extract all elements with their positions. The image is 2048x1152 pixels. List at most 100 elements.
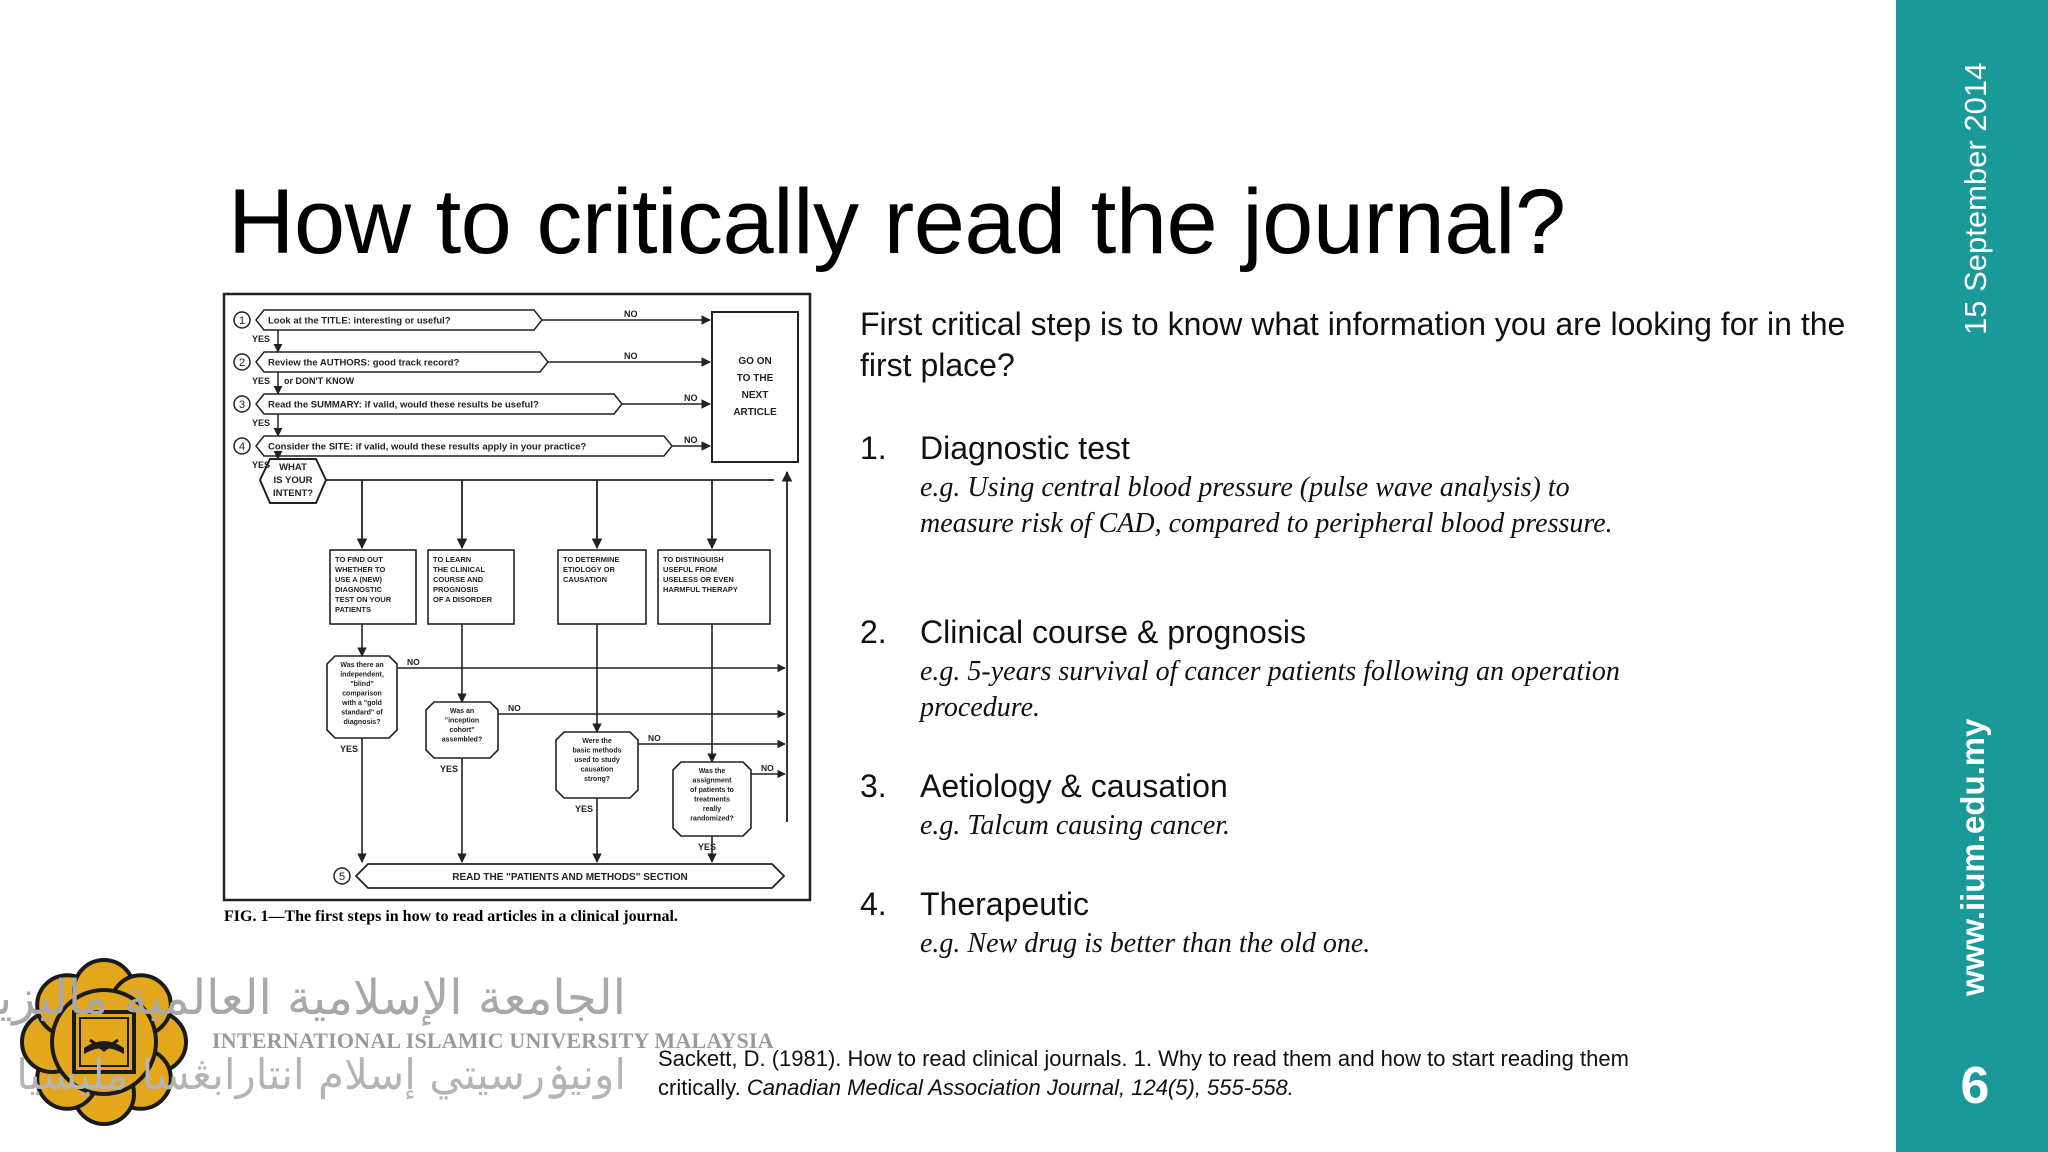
go-on-text: TO THE	[737, 373, 774, 384]
yes-label: YES	[575, 804, 593, 814]
question-text: Was there an	[340, 662, 383, 669]
go-on-text: NEXT	[742, 390, 769, 401]
item-label: Therapeutic	[920, 886, 1089, 922]
step-number: 4	[239, 441, 245, 453]
item-number: 4.	[860, 886, 887, 922]
university-name-english: INTERNATIONAL ISLAMIC UNIVERSITY MALAYSI…	[212, 1028, 774, 1053]
intent-box-text: TO LEARN	[433, 555, 471, 564]
sidebar-band	[1896, 0, 2048, 1152]
step-text: Read the SUMMARY: if valid, would these …	[268, 400, 539, 411]
question-text: assignment	[693, 778, 733, 785]
question-text: independent,	[340, 672, 384, 679]
yes-label: YES	[440, 764, 458, 774]
yes-label: YES	[252, 418, 270, 428]
question-text: Were the	[582, 738, 612, 745]
intent-box-text: TEST ON YOUR	[335, 595, 392, 604]
intent-box-text: WHETHER TO	[335, 565, 385, 574]
yes-label: YES	[340, 744, 358, 754]
step-text: Look at the TITLE: interesting or useful…	[268, 316, 451, 327]
intent-text: IS YOUR	[274, 475, 313, 486]
step-number-circle	[233, 437, 251, 455]
question-text: Was the	[699, 768, 726, 775]
slide-title: How to critically read the journal?	[228, 171, 1566, 273]
question-text: "inception	[445, 718, 479, 725]
university-name-arabic: الجامعة الإسلامية العالمية ماليزيا	[0, 970, 626, 1026]
intent-text: WHAT	[279, 462, 307, 473]
go-on-text: GO ON	[738, 356, 771, 367]
page-number: 6	[1960, 1057, 1990, 1115]
reference-text: Sackett, D. (1981). How to read clinical…	[658, 1046, 1629, 1100]
question-text: "blind"	[350, 681, 373, 688]
flowchart-svg: 1 Look at the TITLE: interesting or usefu…	[222, 292, 812, 902]
item-example: e.g. Using central blood pressure (pulse…	[920, 472, 1613, 539]
intent-box-text: DIAGNOSTIC	[335, 585, 383, 594]
item-example: e.g. New drug is better than the old one…	[920, 928, 1371, 959]
intent-box-text: USE A (NEW)	[335, 575, 382, 584]
intent-box-text: TO DETERMINE	[563, 555, 620, 564]
yes-label: YES	[698, 842, 716, 852]
item-label: Clinical course & prognosis	[920, 614, 1306, 650]
step-number: 1	[239, 315, 245, 327]
no-label: NO	[407, 657, 420, 667]
intent-box-text: OF A DISORDER	[433, 595, 493, 604]
intent-box-text: THE CLINICAL	[433, 565, 485, 574]
item-label: Diagnostic test	[920, 430, 1130, 466]
step-number: 3	[239, 399, 245, 411]
question-text: randomized?	[690, 816, 734, 823]
reference-journal: Canadian Medical Association Journal, 12…	[746, 1075, 1294, 1100]
no-label: NO	[684, 393, 698, 403]
no-label: NO	[624, 351, 638, 361]
intent-box	[427, 549, 515, 625]
flowchart-figure: 1 Look at the TITLE: interesting or usefu…	[222, 292, 812, 902]
question-text: comparison	[342, 691, 382, 698]
question-text: basic methods	[572, 748, 621, 755]
step-number-circle	[233, 311, 251, 329]
step-number: 2	[239, 357, 245, 369]
question-shape	[425, 701, 499, 759]
figure-caption: FIG. 1—The first steps in how to read ar…	[224, 908, 678, 925]
reference-citation: Sackett, D. (1981). How to read clinical…	[658, 1044, 1658, 1102]
step-number-circle	[233, 395, 251, 413]
figure-frame	[222, 292, 812, 902]
intent-box-text: USEFUL FROM	[663, 565, 717, 574]
yes-label: YES	[252, 334, 270, 344]
no-label: NO	[761, 763, 774, 773]
intent-box-text: HARMFUL THERAPY	[663, 585, 738, 594]
yes-label: YES	[252, 460, 270, 470]
question-text: used to study	[574, 757, 620, 764]
intent-box-text: TO DISTINGUISH	[663, 555, 724, 564]
question-text: really	[703, 806, 721, 813]
question-text: strong?	[584, 776, 610, 783]
question-text: of patients to	[690, 787, 734, 794]
question-text: causation	[581, 767, 614, 774]
step-number: 5	[339, 871, 345, 883]
no-label: NO	[648, 733, 661, 743]
intent-box-text: USELESS OR EVEN	[663, 575, 734, 584]
intent-box-text: COURSE AND	[433, 575, 484, 584]
step-text: Consider the SITE: if valid, would these…	[268, 442, 587, 453]
item-label: Aetiology & causation	[920, 768, 1228, 804]
yes-extra-label: or DON'T KNOW	[284, 376, 355, 386]
step-number-circle	[233, 353, 251, 371]
university-logo-icon	[20, 958, 188, 1126]
question-text: assembled?	[442, 737, 482, 744]
final-step-text: READ THE "PATIENTS AND METHODS" SECTION	[452, 872, 687, 883]
intent-text: INTENT?	[273, 488, 313, 499]
step-number-circle	[333, 867, 351, 885]
yes-label: YES	[252, 376, 270, 386]
intent-box-text: TO FIND OUT	[335, 555, 383, 564]
question-text: Was an	[450, 708, 474, 715]
intent-box	[329, 549, 417, 625]
question-shape	[326, 655, 398, 739]
question-text: treatments	[694, 797, 730, 804]
go-on-box	[711, 311, 799, 463]
intro-text: First critical step is to know what info…	[860, 304, 1860, 386]
intent-box-text: CAUSATION	[563, 575, 607, 584]
item-number: 3.	[860, 768, 887, 804]
intro-paragraph: First critical step is to know what info…	[860, 306, 1846, 383]
intent-box-text: ETIOLOGY OR	[563, 565, 616, 574]
website-url: www.iium.edu.my	[1954, 718, 1991, 997]
no-label: NO	[508, 703, 521, 713]
go-on-text: ARTICLE	[733, 407, 777, 418]
step-text: Review the AUTHORS: good track record?	[268, 358, 459, 369]
